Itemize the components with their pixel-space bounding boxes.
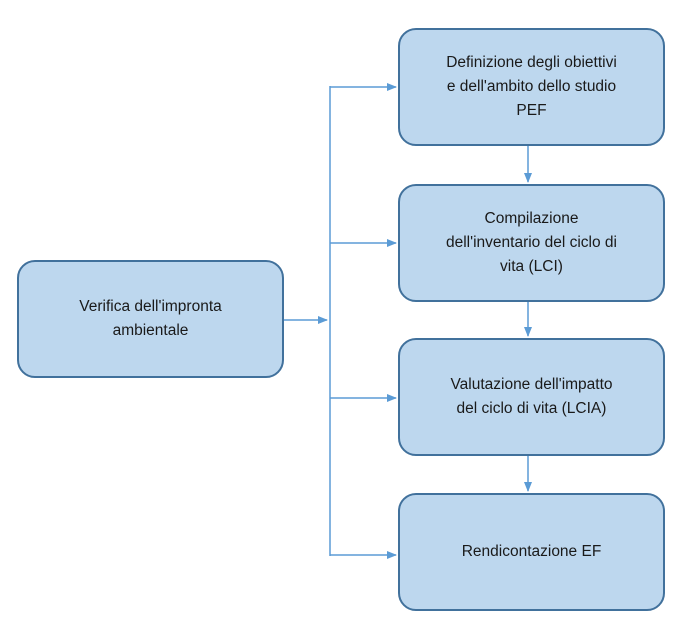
node-label: Valutazione dell'impatto del ciclo di vi… — [450, 376, 613, 417]
node-compilazione-inventario-lci: Compilazione dell'inventario del ciclo d… — [398, 184, 665, 302]
node-rendicontazione-ef: Rendicontazione EF — [398, 493, 665, 611]
node-label: Verifica dell'impronta ambientale — [79, 298, 222, 339]
node-verifica-impronta-ambientale: Verifica dell'impronta ambientale — [17, 260, 284, 378]
node-valutazione-impatto-lcia: Valutazione dell'impatto del ciclo di vi… — [398, 338, 665, 456]
node-label: Rendicontazione EF — [461, 543, 602, 560]
node-definizione-obiettivi: Definizione degli obiettivi e dell'ambit… — [398, 28, 665, 146]
node-label: Definizione degli obiettivi e dell'ambit… — [446, 54, 617, 119]
node-label: Compilazione dell'inventario del ciclo d… — [446, 210, 617, 275]
